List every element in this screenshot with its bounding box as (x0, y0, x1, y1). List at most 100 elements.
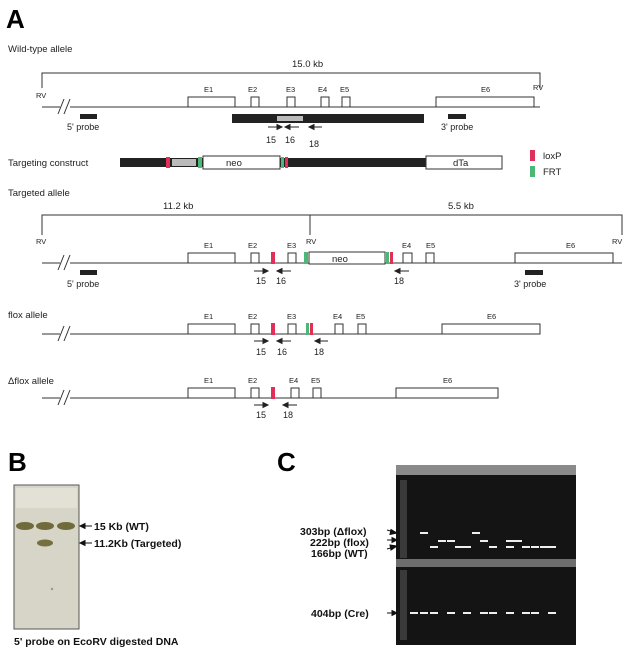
exon-label: E1 (204, 376, 213, 385)
pcr-gel (396, 465, 576, 645)
exon-label: E3 (287, 241, 296, 250)
loxp-legend-swatch (530, 150, 535, 161)
blot-markers (78, 522, 92, 547)
exon-label: E1 (204, 241, 213, 250)
blot-caption: 5' probe on EcoRV digested DNA (14, 636, 179, 648)
wild-type-allele-map: Wild-type allele 15.0 kb RV RV E1 E2 E3 … (8, 44, 543, 149)
exon-e1 (187, 323, 236, 335)
loxp-site (285, 157, 288, 168)
gel-band-cre-label: 404bp (Cre) (311, 608, 369, 620)
frt-site (386, 252, 389, 264)
wt-size-bracket (41, 72, 541, 88)
exon-label: E1 (204, 312, 213, 321)
exon-label: E5 (426, 241, 435, 250)
wt-primer-arrows (268, 123, 322, 131)
neo-cassette (308, 251, 386, 265)
primer-label: 16 (277, 347, 287, 357)
primer-label: 15 (256, 276, 266, 286)
frt-site (198, 157, 202, 168)
frt-site (304, 252, 308, 264)
exon-e1 (187, 96, 236, 108)
flox-allele-map: flox allele E1 E2 E3 E4 E5 E6 15 16 18 (8, 310, 541, 357)
blot-band-wt-label: 15 Kb (WT) (94, 521, 149, 533)
break-mark (57, 325, 71, 342)
blot-speck (50, 587, 54, 591)
panel-c-label: C (277, 447, 296, 477)
blot-band-targeted (37, 539, 53, 547)
exon-label: E5 (311, 376, 320, 385)
loxp-site (271, 252, 275, 264)
exon-e4 (320, 96, 330, 108)
exon-label: E6 (481, 85, 490, 94)
exon-e2 (250, 96, 260, 108)
exon-label: E6 (443, 376, 452, 385)
exon-label: E5 (340, 85, 349, 94)
exon-label: E1 (204, 85, 213, 94)
exon-e2 (250, 387, 260, 399)
targeted-size-bracket (41, 214, 623, 235)
exon-label: E4 (333, 312, 342, 321)
delta-flox-primer-arrows (254, 401, 297, 409)
primer-label: 15 (256, 410, 266, 420)
panel-a-label: A (6, 4, 25, 34)
exon-e6 (395, 387, 499, 399)
dta-label: dTa (453, 158, 469, 169)
neo-cassette (202, 155, 281, 170)
exon-e1 (187, 387, 236, 399)
frt-site (306, 323, 309, 335)
exon-label: E2 (248, 241, 257, 250)
gel-bands-cre (410, 612, 556, 614)
primer-label: 16 (285, 135, 295, 145)
primer-label: 15 (256, 347, 266, 357)
primer-label: 16 (276, 276, 286, 286)
loxp-site (390, 252, 393, 264)
targeting-construct-map: Targeting construct neo dTa (8, 155, 503, 170)
three-prime-probe (525, 270, 543, 275)
loxp-site (310, 323, 313, 335)
gel-band-wt-label: 166bp (WT) (311, 548, 368, 560)
break-mark (57, 254, 71, 271)
loxp-site (271, 323, 275, 335)
primer-label: 18 (314, 347, 324, 357)
exon-e5 (341, 96, 351, 108)
rv-site-label: RV (36, 91, 46, 100)
exon-label: E2 (248, 376, 257, 385)
blot-band-wt (16, 522, 34, 530)
flox-primer-arrows (254, 337, 328, 345)
frt-legend-swatch (530, 166, 535, 177)
wild-type-allele-label: Wild-type allele (8, 44, 72, 55)
floxed-region (172, 159, 196, 166)
site-legend: loxP FRT (530, 150, 561, 178)
exon-e3 (286, 96, 296, 108)
targeted-primer-arrows (254, 267, 409, 275)
rv-site-label: RV (306, 237, 316, 246)
flox-allele-label: flox allele (8, 310, 48, 321)
delta-flox-allele-map: Δflox allele E1 E2 E4 E5 E6 15 18 (8, 376, 499, 420)
loxp-legend-label: loxP (543, 151, 561, 162)
three-prime-probe (448, 114, 466, 119)
loxp-site (271, 387, 275, 399)
targeted-allele-label: Targeted allele (8, 188, 70, 199)
homology-arm (232, 114, 424, 123)
southern-blot (13, 484, 80, 630)
exon-label: E4 (402, 241, 411, 250)
five-prime-probe-label: 5' probe (67, 279, 99, 289)
primer-label: 18 (394, 276, 404, 286)
blot-band-wt (36, 522, 54, 530)
exon-e5 (312, 387, 322, 399)
targeting-construct-label: Targeting construct (8, 158, 89, 169)
exon-e4 (290, 387, 300, 399)
exon-label: E4 (289, 376, 298, 385)
exon-e6 (514, 252, 614, 264)
exon-e2 (250, 323, 260, 335)
five-prime-probe (80, 114, 97, 119)
blot-band-targeted-label: 11.2Kb (Targeted) (94, 538, 181, 550)
exon-label: E2 (248, 312, 257, 321)
floxed-region (277, 116, 303, 121)
frt-site (281, 157, 284, 168)
gel-wells-bottom (396, 559, 576, 567)
neo-label: neo (332, 254, 348, 265)
gel-band-dflox-label: 303bp (Δflox) (300, 526, 366, 538)
five-prime-probe-label: 5' probe (67, 122, 99, 132)
